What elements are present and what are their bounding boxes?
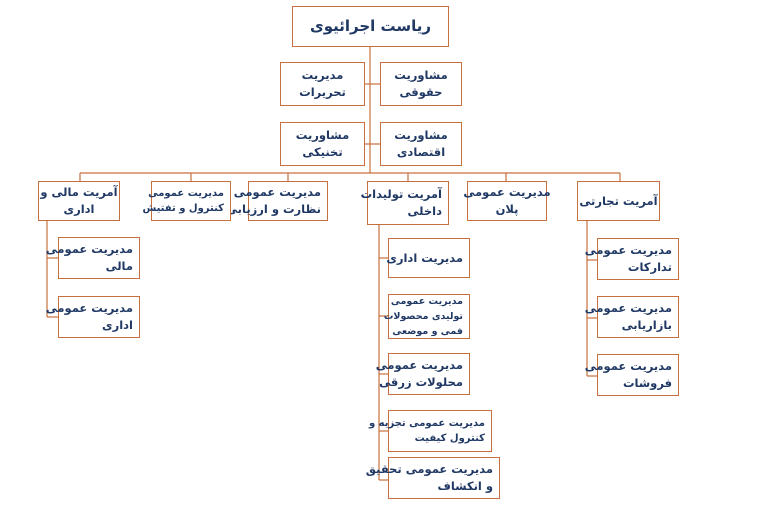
administrative-directorate-box: مدیریت عمومی اداری bbox=[45, 296, 140, 338]
box-line: اداری bbox=[102, 318, 133, 332]
quality-control-directorate-box: مدیریت عمومی تجزیه و کنترول کیفیت bbox=[368, 410, 492, 452]
box-line: مدیریت عمومی bbox=[584, 301, 672, 316]
commercial-department-box: آمریت تجارتی bbox=[577, 181, 660, 221]
executive-presidency-box: ریاست اجرائیوی bbox=[292, 6, 449, 47]
box-line: محلولات زرقی bbox=[379, 375, 463, 389]
box-line: فروشات bbox=[622, 376, 672, 390]
box-line: ریاست اجرائیوی bbox=[309, 16, 432, 35]
box-line: تخنیکی bbox=[302, 145, 343, 159]
box-line: مشاوریت bbox=[295, 128, 350, 143]
box-line: اقتصادی bbox=[396, 145, 446, 159]
box-line: اداری bbox=[63, 202, 95, 216]
box-line: مشاوریت bbox=[394, 128, 448, 143]
financial-directorate-box: مدیریت عمومی مالی bbox=[45, 237, 140, 279]
box-line: مدیریت عمومی bbox=[375, 358, 463, 373]
box-line: کنترول کیفیت bbox=[414, 433, 485, 444]
box-line: آمریت تولیدات bbox=[360, 187, 442, 202]
production-admin-directorate-box: مدیریت اداری bbox=[386, 238, 470, 278]
control-inspection-directorate-box: مدیریت عمومی کنترول و تفتیش bbox=[142, 181, 231, 221]
box-line: حقوقی bbox=[399, 85, 443, 99]
research-development-directorate-box: مدیریت عمومی تحقیق و انکشاف bbox=[365, 457, 500, 499]
box-line: مدیریت اداری bbox=[386, 250, 463, 265]
box-line: کنترول و تفتیش bbox=[142, 203, 224, 214]
box-line: مدیریت عمومی bbox=[584, 243, 672, 258]
box-line: تدارکات bbox=[627, 260, 672, 274]
box-line: پلان bbox=[495, 202, 519, 216]
box-line: مدیریت عمومی bbox=[463, 185, 551, 200]
box-line: مشاوریت bbox=[394, 68, 448, 83]
box-line: مدیریت عمومی bbox=[148, 187, 224, 199]
box-line: مدیریت عمومی تجزیه و bbox=[368, 417, 485, 429]
editorial-directorate-box: مدیریت تحریرات bbox=[280, 62, 365, 106]
box-line: بازاریابی bbox=[621, 318, 672, 332]
box-line: آمریت مالی و bbox=[40, 185, 118, 200]
supervision-directorate-box: مدیریت عمومی نظارت و ارزیابی bbox=[226, 181, 328, 221]
marketing-directorate-box: مدیریت عمومی بازاریابی bbox=[584, 296, 679, 338]
box-line: مدیریت عمومی bbox=[584, 359, 672, 374]
logistics-directorate-box: مدیریت عمومی تدارکات bbox=[584, 238, 679, 280]
box-line: مدیریت bbox=[301, 68, 344, 83]
box-line: آمریت تجارتی bbox=[579, 193, 658, 208]
technical-advisory-box: مشاوریت تخنیکی bbox=[280, 122, 365, 166]
domestic-production-department-box: آمریت تولیدات داخلی bbox=[360, 181, 449, 225]
box-line: فمی و موضعی bbox=[392, 326, 463, 338]
oral-topical-products-directorate-box: مدیریت عمومی تولیدی محصولات فمی و موضعی bbox=[383, 294, 470, 339]
box-line: مدیریت عمومی تحقیق bbox=[365, 462, 493, 477]
injectable-solutions-directorate-box: مدیریت عمومی محلولات زرقی bbox=[375, 353, 470, 395]
box-line: مالی bbox=[105, 259, 133, 273]
box-line: مدیریت عمومی bbox=[233, 185, 321, 200]
box-line: تولیدی محصولات bbox=[383, 310, 463, 322]
sales-directorate-box: مدیریت عمومی فروشات bbox=[584, 354, 679, 396]
box-line: و انکشاف bbox=[437, 479, 493, 493]
box-line: مدیریت عمومی bbox=[45, 301, 133, 316]
box-line: مدیریت عمومی bbox=[390, 295, 463, 307]
plan-directorate-box: مدیریت عمومی پلان bbox=[463, 181, 551, 221]
economic-advisory-box: مشاوریت اقتصادی bbox=[380, 122, 462, 166]
finance-admin-department-box: آمریت مالی و اداری bbox=[38, 181, 120, 221]
legal-advisory-box: مشاوریت حقوقی bbox=[380, 62, 462, 106]
box-line: نظارت و ارزیابی bbox=[226, 202, 321, 216]
box-line: مدیریت عمومی bbox=[45, 242, 133, 257]
box-line: داخلی bbox=[407, 204, 442, 218]
box-line: تحریرات bbox=[299, 85, 346, 99]
